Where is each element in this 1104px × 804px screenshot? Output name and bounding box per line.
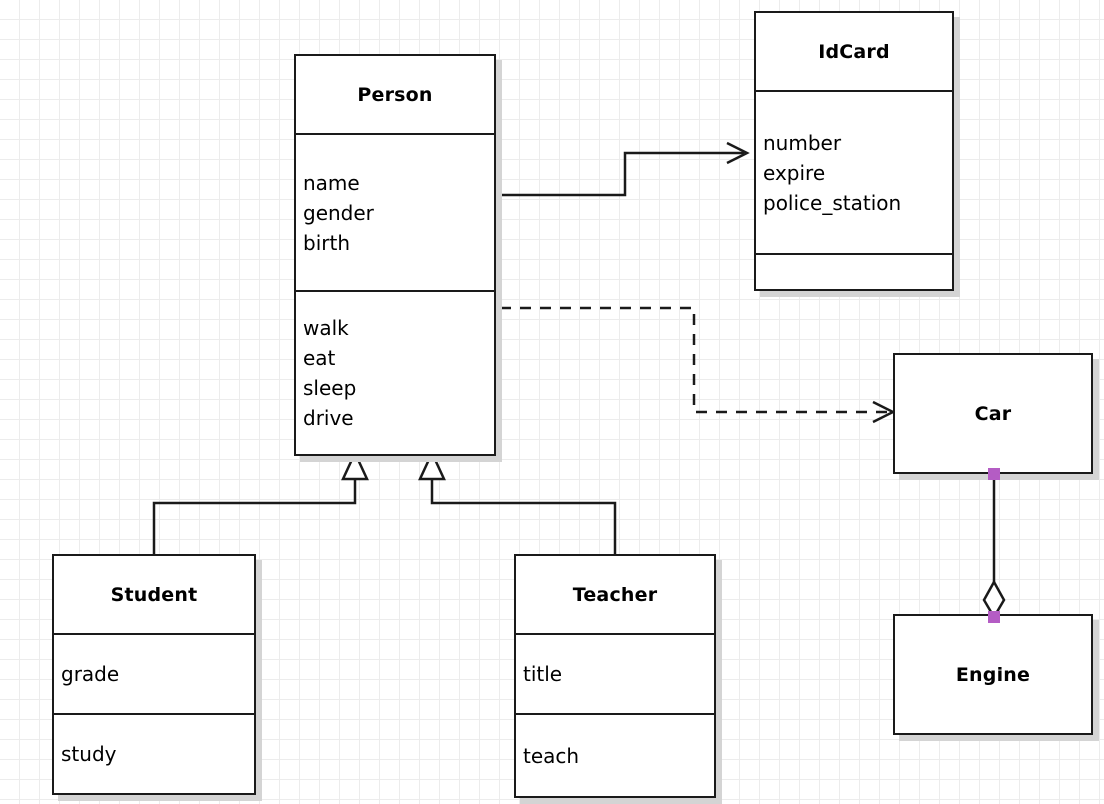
attribute-item: police_station [763,190,902,215]
method-item: drive [303,406,354,430]
edge-person-idcard[interactable] [496,141,750,197]
class-name-teacher: Teacher [572,583,658,606]
methods-person: walk eat sleep drive [296,290,494,454]
method-item: sleep [303,376,357,400]
methods-student: study [54,713,254,793]
edge-handle-car-end[interactable] [988,468,1000,480]
class-box-teacher[interactable]: Teacher title teach [514,554,716,798]
class-box-person[interactable]: Person name gender birth walk eat sleep … [294,54,496,456]
class-name-student: Student [110,583,198,606]
attributes-student: grade [54,633,254,713]
attribute-item: expire [763,160,826,185]
attribute-item: title [523,662,563,686]
class-box-car[interactable]: Car [893,353,1093,474]
methods-teacher: teach [516,713,714,796]
attributes-person: name gender birth [296,133,494,290]
attribute-item: number [763,130,842,155]
attributes-teacher: title [516,633,714,713]
edge-person-car[interactable] [500,306,896,424]
class-box-student[interactable]: Student grade study [52,554,256,795]
attribute-item: grade [61,662,120,686]
class-name-car: Car [974,402,1012,425]
method-item: study [61,742,117,766]
class-name-person: Person [357,83,433,106]
edge-car-engine[interactable] [982,474,1006,620]
method-item: eat [303,346,336,370]
class-box-engine[interactable]: Engine [893,614,1093,735]
class-name-engine: Engine [955,663,1031,686]
attributes-idcard: number expire police_station [756,90,952,253]
attribute-item: name [303,170,360,195]
edge-teacher-person[interactable] [418,450,617,554]
attribute-item: birth [303,230,350,255]
attribute-item: gender [303,200,374,225]
edge-handle-engine-end[interactable] [988,611,1000,623]
method-item: teach [523,743,580,768]
method-item: walk [303,316,349,340]
class-name-idcard: IdCard [818,40,890,63]
edge-student-person[interactable] [152,450,369,554]
methods-idcard [756,253,952,289]
class-box-idcard[interactable]: IdCard number expire police_station [754,11,954,291]
